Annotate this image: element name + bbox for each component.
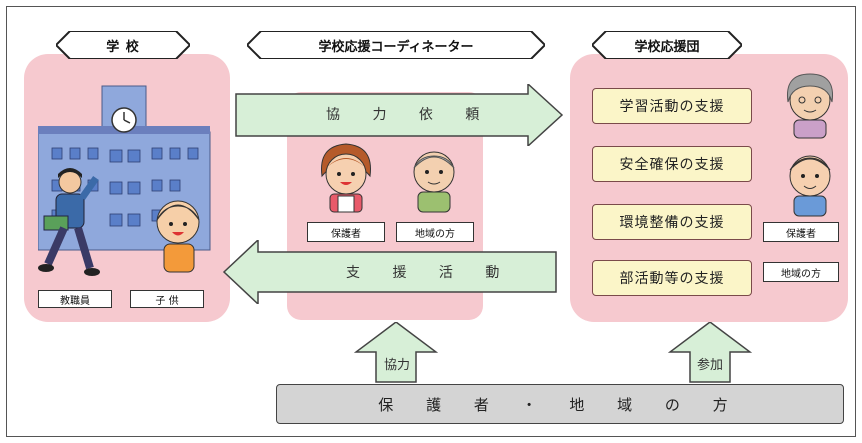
elder-figure-icon bbox=[413, 151, 455, 213]
participate-up-arrow bbox=[668, 322, 752, 383]
clock-icon bbox=[111, 107, 137, 133]
support-item-learning: 学習活動の支援 bbox=[592, 88, 752, 124]
support-label-parent: 保護者 bbox=[763, 222, 839, 242]
footer-community-bar: 保 護 者 ・ 地 域 の 方 bbox=[276, 384, 844, 424]
parent-figure-icon bbox=[321, 143, 371, 213]
support-team-title: 学校応援団 bbox=[634, 39, 700, 55]
elder-woman-figure-icon bbox=[786, 73, 834, 139]
coordinator-label-parent: 保護者 bbox=[307, 222, 385, 242]
parent-man-figure-icon bbox=[789, 155, 831, 217]
support-item-safety: 安全確保の支援 bbox=[592, 146, 752, 182]
request-arrow bbox=[235, 84, 564, 146]
school-label-child: 子 供 bbox=[130, 290, 204, 308]
coordinator-title-tag bbox=[247, 31, 545, 59]
coordinator-label-community: 地域の方 bbox=[396, 222, 474, 242]
teacher-figure-icon bbox=[38, 168, 100, 276]
support-team-title-tag bbox=[592, 31, 742, 59]
support-item-environment: 環境整備の支援 bbox=[592, 204, 752, 240]
participate-label: 参加 bbox=[697, 358, 724, 373]
request-arrow-label: 協 力 依 頼 bbox=[326, 107, 494, 123]
support-activity-arrow-label: 支 援 活 動 bbox=[346, 265, 514, 281]
coordinator-title: 学校応援コーディネーター bbox=[318, 39, 474, 55]
support-label-community: 地域の方 bbox=[763, 262, 839, 282]
school-title: 学 校 bbox=[106, 39, 140, 55]
support-activity-arrow bbox=[222, 240, 557, 304]
school-label-staff: 教職員 bbox=[38, 290, 112, 308]
cooperate-up-arrow bbox=[354, 322, 438, 383]
support-item-club: 部活動等の支援 bbox=[592, 260, 752, 296]
school-title-tag bbox=[56, 31, 190, 59]
cooperate-label: 協力 bbox=[384, 358, 411, 373]
child-figure-icon bbox=[156, 200, 200, 273]
